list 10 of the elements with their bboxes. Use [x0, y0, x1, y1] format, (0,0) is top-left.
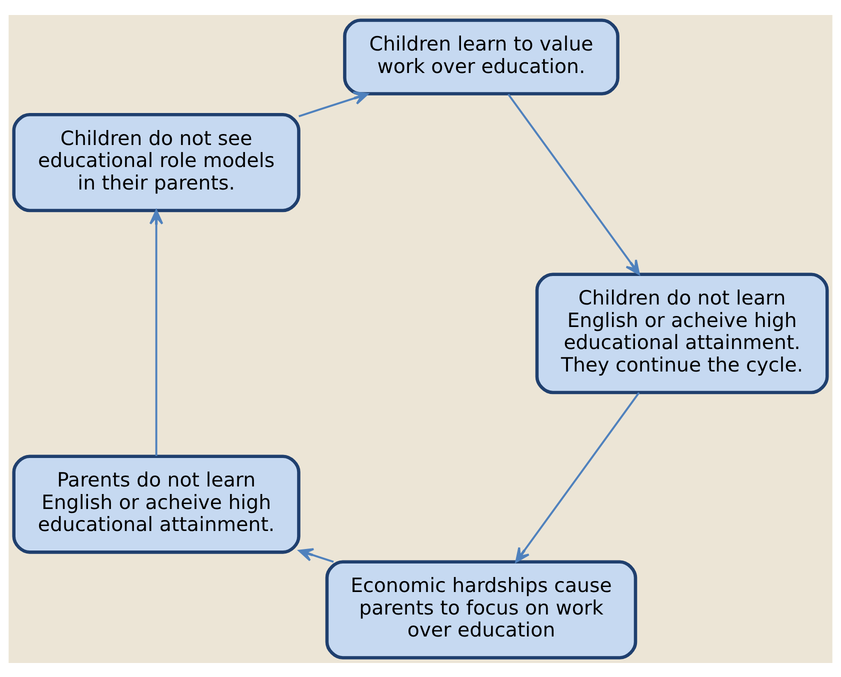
arrow: [508, 93, 640, 275]
arrow: [298, 90, 369, 117]
node-box: Children do not learn English or acheive high educational attainment. They continue the cycle.: [535, 272, 829, 394]
arrow: [298, 548, 334, 562]
arrow: [149, 209, 164, 456]
node-box: Children learn to value work over education.: [343, 18, 620, 95]
node-box: Economic hardships cause parents to focus on work over education: [325, 560, 638, 659]
node-box: Children do not see educational role models in their parents.: [12, 112, 300, 212]
arrow: [515, 392, 640, 562]
node-box: Parents do not learn English or acheive high educational attainment.: [12, 454, 300, 554]
